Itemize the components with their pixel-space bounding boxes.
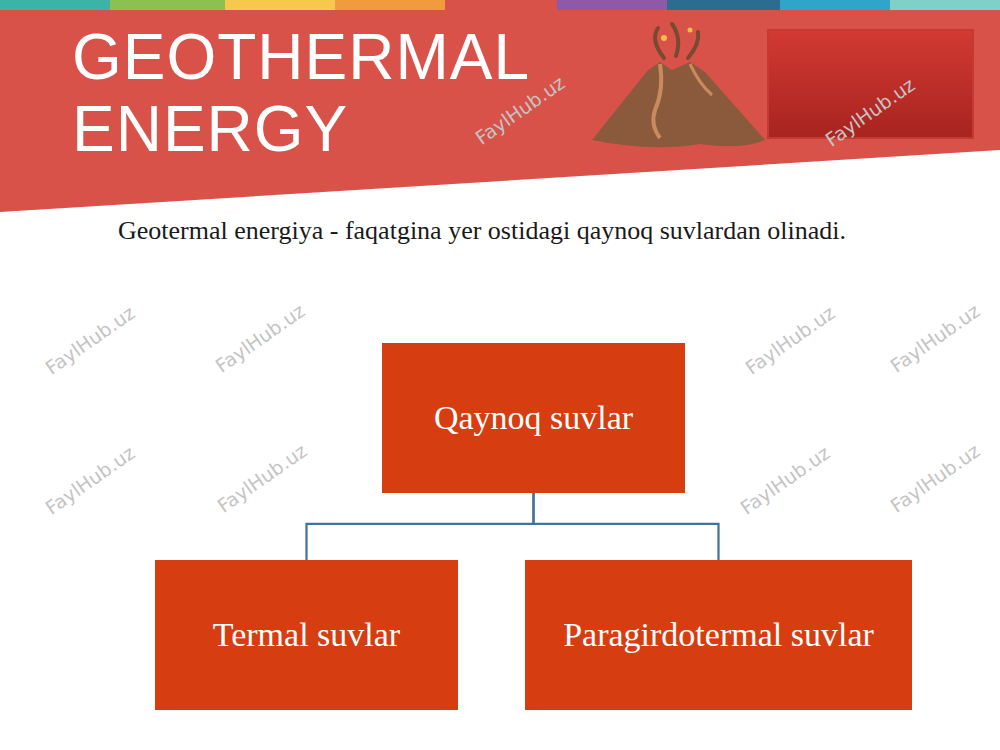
process-box: Termal suvlar: [155, 560, 458, 710]
process-box: Qaynoq suvlar: [382, 343, 685, 493]
watermark: FaylHub.uz: [741, 301, 839, 379]
watermark: FaylHub.uz: [41, 301, 139, 379]
box-label: Termal suvlar: [213, 615, 400, 654]
watermark: FaylHub.uz: [886, 299, 984, 377]
watermark: FaylHub.uz: [821, 73, 919, 151]
process-box: Paragirdotermal suvlar: [525, 560, 912, 710]
watermark: FaylHub.uz: [886, 439, 984, 517]
tree-connector: [534, 493, 719, 560]
intro-text: Geotermal energiya - faqatgina yer ostid…: [20, 214, 965, 248]
watermark: FaylHub.uz: [213, 439, 311, 517]
volcano-icon: [592, 24, 765, 147]
watermark: FaylHub.uz: [41, 441, 139, 519]
header-band: [0, 0, 1000, 212]
watermark: FaylHub.uz: [736, 441, 834, 519]
color-strip: [0, 0, 1000, 10]
box-label: Paragirdotermal suvlar: [563, 615, 874, 654]
box-label: Qaynoq suvlar: [434, 398, 633, 437]
watermark: FaylHub.uz: [211, 299, 309, 377]
tree-connector: [307, 493, 534, 560]
